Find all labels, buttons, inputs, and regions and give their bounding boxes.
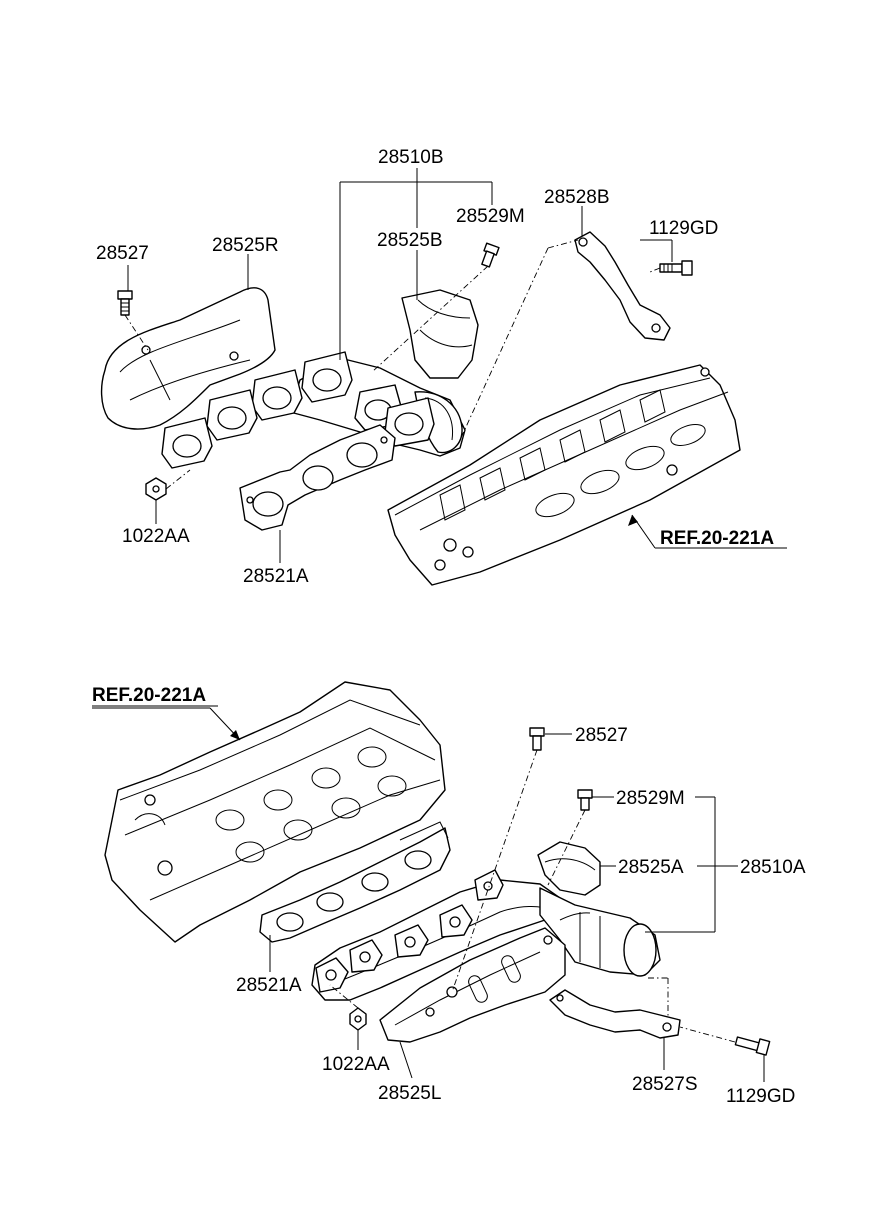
label-28527s: 28527S xyxy=(632,1074,698,1095)
catalytic-converter xyxy=(539,887,661,977)
exhaust-manifold-bottom xyxy=(311,869,561,1001)
bracket-28527s xyxy=(549,989,681,1039)
label-28527-top: 28527 xyxy=(96,243,149,264)
label-1022aa-top: 1022AA xyxy=(122,526,190,547)
label-28528b: 28528B xyxy=(544,187,610,208)
bottom-assembly: REF.20-221A 28527 28529M 28525A 28510A 2… xyxy=(92,681,806,1107)
gasket-28521a-bottom xyxy=(259,821,451,943)
label-1129gd-bottom: 1129GD xyxy=(726,1086,795,1107)
bracket-28528b xyxy=(574,231,671,341)
heat-shield-28525b xyxy=(401,289,479,379)
label-28525b: 28525B xyxy=(377,230,443,251)
bolt-1129gd-bottom xyxy=(734,1036,771,1056)
label-28529m-bottom: 28529M xyxy=(616,788,685,809)
bolt-28529m-bottom xyxy=(577,789,593,811)
label-28521a-bottom: 28521A xyxy=(236,975,302,996)
cylinder-head-top xyxy=(387,364,741,586)
bolt-28529m-top xyxy=(481,242,500,268)
label-28527-bottom: 28527 xyxy=(575,725,628,746)
nut-1022aa-bottom xyxy=(349,1007,367,1031)
exhaust-manifold-top xyxy=(161,351,466,469)
label-28510b: 28510B xyxy=(378,147,444,168)
label-28525l: 28525L xyxy=(378,1083,441,1104)
label-28521a-top: 28521A xyxy=(243,566,309,587)
label-1022aa-bottom: 1022AA xyxy=(322,1054,390,1075)
label-1129gd-top: 1129GD xyxy=(649,218,718,239)
nut-1022aa-top xyxy=(145,477,167,501)
bolt-28527-bottom xyxy=(529,727,545,751)
cylinder-head-bottom xyxy=(104,681,446,943)
label-28525a: 28525A xyxy=(618,857,684,878)
label-28525r: 28525R xyxy=(212,235,279,256)
leader-lines-bottom xyxy=(92,707,765,1082)
heat-shield-28525l xyxy=(379,927,566,1043)
top-assembly: 28510B 28529M 28528B 28527 28525R 28525B… xyxy=(96,147,787,587)
bolt-28527-top xyxy=(117,290,133,316)
gasket-28521a-top xyxy=(239,424,396,531)
label-28529m-top: 28529M xyxy=(456,206,525,227)
label-ref-bottom: REF.20-221A xyxy=(92,685,206,706)
label-ref-top: REF.20-221A xyxy=(660,528,774,549)
heat-shield-28525r xyxy=(100,287,276,430)
heat-shield-28525a xyxy=(537,841,601,896)
bolt-1129gd-top xyxy=(659,260,693,276)
label-28510a: 28510A xyxy=(740,857,806,878)
